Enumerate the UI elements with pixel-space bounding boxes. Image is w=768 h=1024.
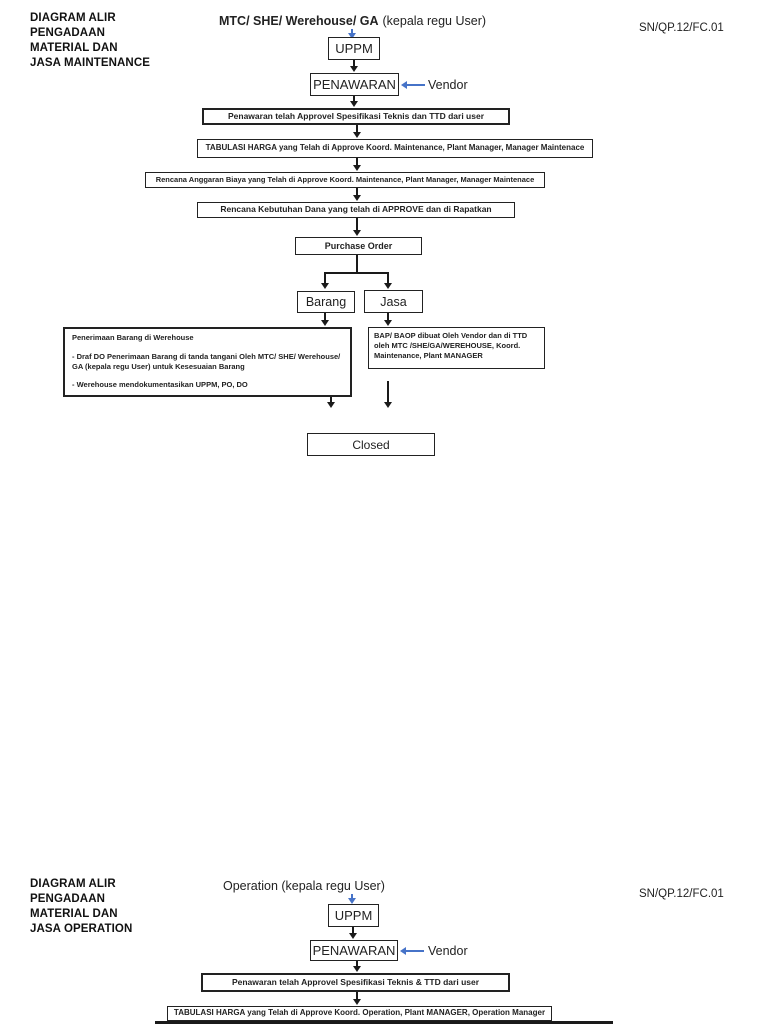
node-bap-baop: BAP/ BAOP dibuat Oleh Vendor dan di TTD … xyxy=(368,327,545,369)
node-step1-1: Penawaran telah Approvel Spesifikasi Tek… xyxy=(202,108,510,125)
node-step4-1-label: Rencana Kebutuhan Dana yang telah di APP… xyxy=(220,204,492,215)
diagram2-title-line3: MATERIAL DAN xyxy=(30,908,118,920)
connector-line xyxy=(356,218,358,231)
node-uppm-2-label: UPPM xyxy=(334,908,373,923)
arrowhead-down-icon xyxy=(350,101,358,107)
node-step3-1: Rencana Anggaran Biaya yang Telah di App… xyxy=(145,172,545,188)
node-step1-2: Penawaran telah Approvel Spesifikasi Tek… xyxy=(201,973,510,992)
vendor-label-1: Vendor xyxy=(428,78,468,92)
arrowhead-down-icon xyxy=(353,165,361,171)
penerimaan-item2: - Werehouse mendokumentasikan UPPM, PO, … xyxy=(72,380,248,390)
node-closed: Closed xyxy=(307,433,435,456)
node-penawaran-1: PENAWARAN xyxy=(310,73,399,96)
node-uppm-2: UPPM xyxy=(328,904,379,927)
node-uppm-1: UPPM xyxy=(328,37,380,60)
connector-line xyxy=(356,125,358,133)
connector-line xyxy=(356,158,358,166)
arrowhead-down-icon xyxy=(348,33,356,39)
diagram2-header: Operation (kepala regu User) xyxy=(223,879,385,893)
connector-line xyxy=(324,272,326,284)
node-jasa-label: Jasa xyxy=(380,294,407,309)
arrowhead-down-icon xyxy=(384,320,392,326)
arrowhead-left-icon xyxy=(400,947,406,955)
arrowhead-down-icon xyxy=(384,402,392,408)
node-barang: Barang xyxy=(297,291,355,313)
node-penawaran-2: PENAWARAN xyxy=(310,940,398,961)
connector-line xyxy=(353,96,355,102)
arrowhead-left-icon xyxy=(401,81,407,89)
connector-line xyxy=(356,188,358,196)
node-penerimaan-barang: Penerimaan Barang di Werehouse - Draf DO… xyxy=(63,327,352,397)
diagram1-header-user: (kepala regu User) xyxy=(382,14,487,28)
diagram2-title-line4: JASA OPERATION xyxy=(30,923,133,935)
node-step2-1: TABULASI HARGA yang Telah di Approve Koo… xyxy=(197,139,593,158)
node-barang-label: Barang xyxy=(305,295,347,309)
arrowhead-down-icon xyxy=(353,195,361,201)
diagram2-doc-code: SN/QP.12/FC.01 xyxy=(639,888,724,900)
diagram1-title-line4: JASA MAINTENANCE xyxy=(30,57,151,69)
node-step3-1-label: Rencana Anggaran Biaya yang Telah di App… xyxy=(155,174,535,184)
connector-line xyxy=(324,313,326,321)
diagram2-title-line2: PENGADAAN xyxy=(30,893,106,905)
connector-line xyxy=(351,29,353,34)
arrowhead-down-icon xyxy=(348,898,356,904)
node-penawaran-2-label: PENAWARAN xyxy=(312,943,396,958)
node-step2-2-label: TABULASI HARGA yang Telah di Approve Koo… xyxy=(173,1008,546,1018)
penerimaan-title: Penerimaan Barang di Werehouse xyxy=(72,333,194,342)
arrowhead-down-icon xyxy=(321,283,329,289)
diagram2-title: DIAGRAM ALIR PENGADAAN MATERIAL DAN JASA… xyxy=(30,877,132,937)
diagram1-title: DIAGRAM ALIR PENGADAAN MATERIAL DAN JASA… xyxy=(30,11,150,71)
arrowhead-down-icon xyxy=(350,66,358,72)
arrowhead-down-icon xyxy=(327,402,335,408)
connector-line xyxy=(353,60,355,68)
connector-line xyxy=(387,381,389,403)
connector-line xyxy=(387,313,389,321)
arrowhead-down-icon xyxy=(321,320,329,326)
node-step1-1-label: Penawaran telah Approvel Spesifikasi Tek… xyxy=(227,110,485,121)
connector-line xyxy=(387,272,389,284)
arrowhead-down-icon xyxy=(353,966,361,972)
connector-line xyxy=(407,84,425,86)
diagram1-header: MTC/ SHE/ Werehouse/ GA(kepala regu User… xyxy=(219,14,486,28)
penerimaan-item1: - Draf DO Penerimaan Barang di tanda tan… xyxy=(72,351,341,371)
connector-line xyxy=(351,894,353,899)
node-step1-2-label: Penawaran telah Approvel Spesifikasi Tek… xyxy=(231,976,480,987)
node-step2-1-label: TABULASI HARGA yang Telah di Approve Koo… xyxy=(205,143,585,153)
connector-line xyxy=(352,927,354,934)
arrowhead-down-icon xyxy=(353,999,361,1005)
node-purchase-order: Purchase Order xyxy=(295,237,422,255)
node-closed-label: Closed xyxy=(352,437,390,452)
diagram1-title-line3: MATERIAL DAN xyxy=(30,42,118,54)
diagram1-doc-code: SN/QP.12/FC.01 xyxy=(639,22,724,34)
node-purchase-order-label: Purchase Order xyxy=(324,241,393,251)
diagram1-title-line2: PENGADAAN xyxy=(30,27,106,39)
connector-line xyxy=(356,255,358,273)
node-uppm-1-label: UPPM xyxy=(335,41,373,56)
arrowhead-down-icon xyxy=(353,132,361,138)
node-step4-1: Rencana Kebutuhan Dana yang telah di APP… xyxy=(197,202,515,218)
node-jasa: Jasa xyxy=(364,290,423,313)
node-step2-2: TABULASI HARGA yang Telah di Approve Koo… xyxy=(167,1006,552,1021)
connector-line xyxy=(330,397,332,403)
vendor-label-2: Vendor xyxy=(428,944,468,958)
arrowhead-down-icon xyxy=(353,230,361,236)
connector-line xyxy=(356,961,358,968)
bap-text: BAP/ BAOP dibuat Oleh Vendor dan di TTD … xyxy=(374,331,528,361)
arrowhead-down-icon xyxy=(384,283,392,289)
diagram1-header-role: MTC/ SHE/ Werehouse/ GA xyxy=(219,14,379,28)
diagram1-title-line1: DIAGRAM ALIR xyxy=(30,12,116,24)
diagram2-title-line1: DIAGRAM ALIR xyxy=(30,878,116,890)
connector-line xyxy=(406,950,424,952)
connector-line xyxy=(325,272,389,274)
arrowhead-down-icon xyxy=(349,933,357,939)
clipped-next-box-edge xyxy=(155,1021,613,1024)
node-penawaran-1-label: PENAWARAN xyxy=(313,77,396,92)
connector-line xyxy=(356,992,358,1001)
